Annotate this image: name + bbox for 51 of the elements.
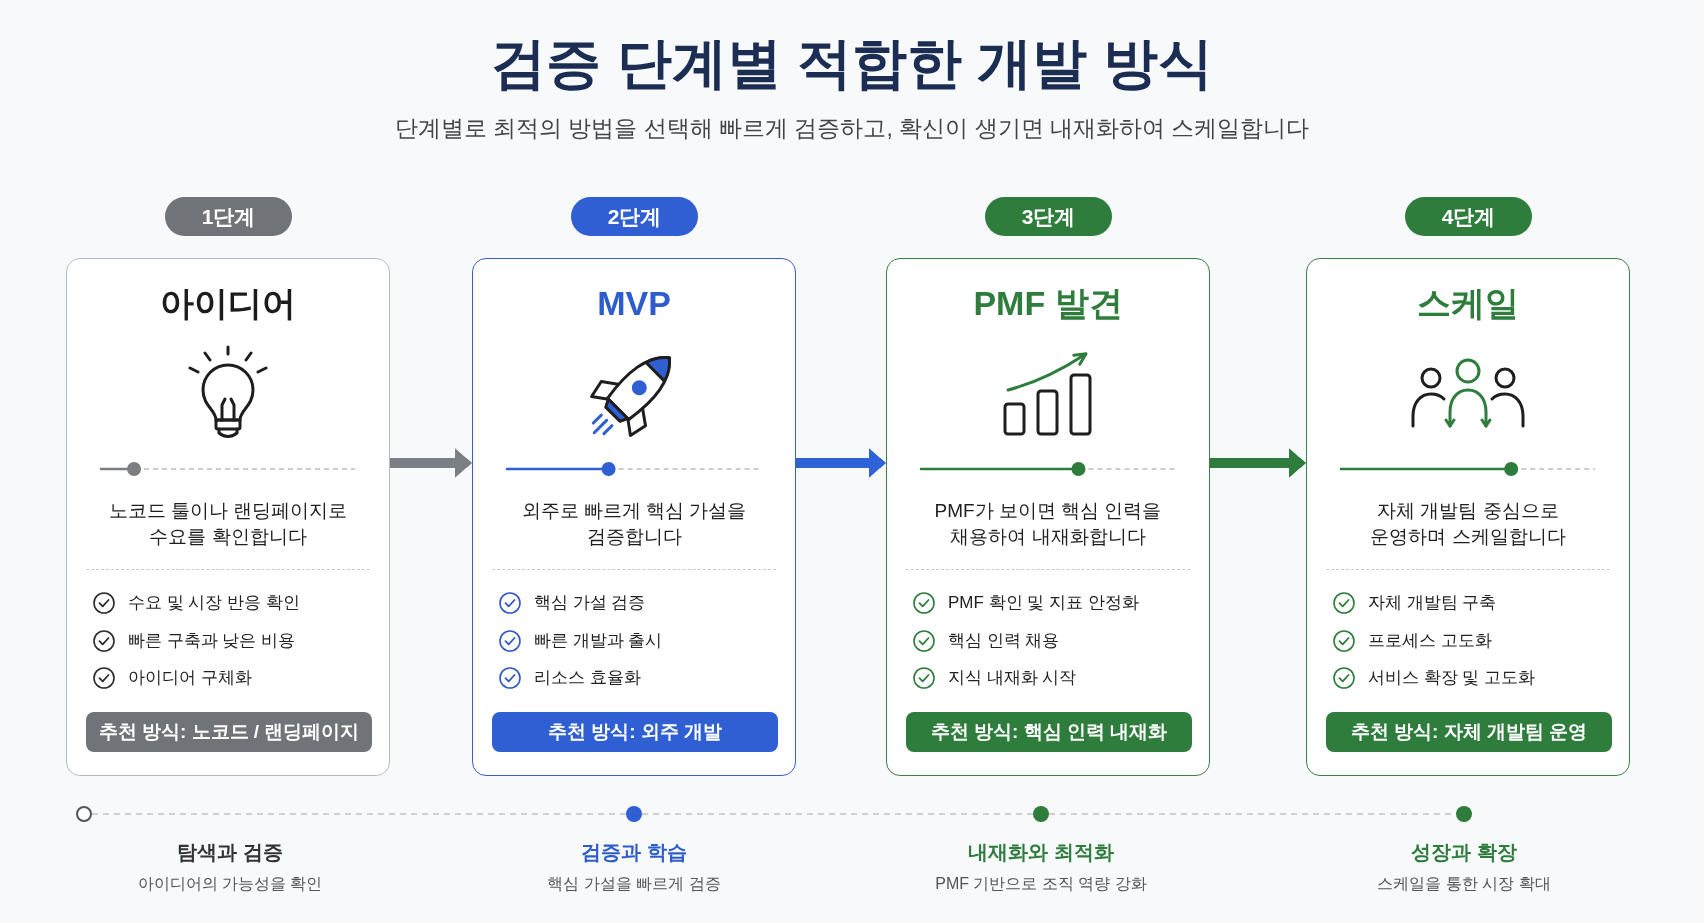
title: 검증 단계별 적합한 개발 방식 <box>491 31 1213 96</box>
recommendation-bar: 추천 방식: 외주 개발 <box>492 712 778 752</box>
timeline-caption: 아이디어의 가능성을 확인 <box>137 874 323 894</box>
arrow <box>390 448 472 478</box>
timeline-heading: 성장과 확장 <box>1411 840 1517 865</box>
stage-card <box>886 258 1210 776</box>
subtitle: 단계별로 최적의 방법을 선택해 빠르게 검증하고, 확신이 생기면 내재화하여 스케일합니다 <box>394 114 1310 143</box>
card-description: 외주로 빠르게 핵심 가설을 검증합니다 <box>520 499 748 549</box>
timeline-heading: 탐색과 검증 <box>177 840 283 865</box>
checklist-item: 빠른 구축과 낮은 비용 <box>128 629 296 652</box>
checklist-item: 핵심 인력 채용 <box>948 629 1060 652</box>
card-heading: MVP <box>597 283 671 324</box>
arrow <box>796 448 886 478</box>
checklist-item: 서비스 확장 및 고도화 <box>1368 667 1536 689</box>
card-heading: 아이디어 <box>160 283 296 324</box>
recommendation-bar: 추천 방식: 자체 개발팀 운영 <box>1326 712 1612 752</box>
card-heading: 스케일 <box>1417 283 1519 324</box>
stage-badge: 4단계 <box>1405 197 1532 236</box>
stage-card <box>472 258 796 776</box>
timeline-caption: 핵심 가설을 빠르게 검증 <box>547 874 721 894</box>
timeline-caption: PMF 기반으로 조직 역량 강화 <box>935 874 1147 894</box>
checklist-item: PMF 확인 및 지표 안정화 <box>948 592 1139 614</box>
checklist-item: 수요 및 시장 반응 확인 <box>128 592 300 614</box>
timeline-dot <box>626 806 642 822</box>
timeline-heading: 검증과 학습 <box>581 840 687 865</box>
timeline-heading: 내재화와 최적화 <box>968 840 1114 865</box>
checklist-item: 자체 개발팀 구축 <box>1368 592 1497 614</box>
stage-badge: 1단계 <box>165 197 292 236</box>
checklist-item: 핵심 가설 검증 <box>534 592 646 614</box>
timeline-dot <box>1456 806 1472 822</box>
connector-line <box>91 813 627 815</box>
stage-badge: 3단계 <box>985 197 1112 236</box>
card-description: 노코드 툴이나 랜딩페이지로 수요를 확인합니다 <box>107 499 349 549</box>
stage-card <box>66 258 390 776</box>
card-heading: PMF 발견 <box>973 283 1123 324</box>
timeline-caption: 스케일을 통한 시장 확대 <box>1377 874 1551 894</box>
arrow <box>1210 448 1306 478</box>
connector-line <box>641 813 1034 815</box>
checklist-item: 지식 내재화 시작 <box>948 667 1077 689</box>
card-description: PMF가 보이면 핵심 인력을 채용하여 내재화합니다 <box>933 499 1163 549</box>
recommendation-bar: 추천 방식: 노코드 / 랜딩페이지 <box>86 712 372 752</box>
card-description: 자체 개발팀 중심으로 운영하며 스케일합니다 <box>1369 499 1567 549</box>
checklist-item: 빠른 개발과 출시 <box>534 629 663 652</box>
checklist-item: 리소스 효율화 <box>534 667 641 689</box>
checklist-item: 아이디어 구체화 <box>128 667 252 689</box>
recommendation-bar: 추천 방식: 핵심 인력 내재화 <box>906 712 1192 752</box>
stage-badge: 2단계 <box>571 197 698 236</box>
checklist-item: 프로세스 고도화 <box>1368 629 1492 652</box>
timeline-dot <box>76 806 92 822</box>
timeline-dot <box>1033 806 1049 822</box>
stage-card <box>1306 258 1630 776</box>
